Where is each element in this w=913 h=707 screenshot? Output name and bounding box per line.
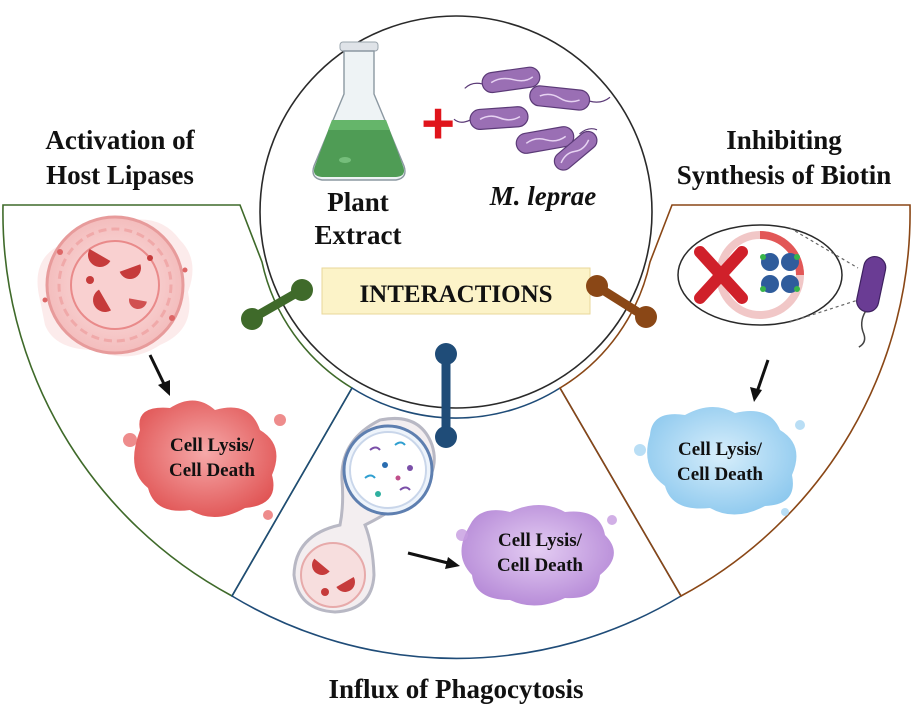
bottom-result-blob bbox=[456, 505, 617, 606]
plant-extract-label-line2: Extract bbox=[315, 220, 402, 250]
bottom-result-line2: Cell Death bbox=[497, 555, 583, 576]
left-title-line2: Host Lipases bbox=[46, 160, 194, 190]
arrow-icon bbox=[750, 359, 770, 402]
arrow-icon bbox=[407, 551, 460, 569]
left-title-line1: Activation of bbox=[45, 125, 195, 155]
center-circle bbox=[259, 15, 653, 409]
right-title-line2: Synthesis of Biotin bbox=[677, 160, 892, 190]
lysosome-cell-icon bbox=[37, 215, 193, 357]
left-result-blob bbox=[123, 400, 286, 520]
interactions-label: INTERACTIONS bbox=[359, 281, 552, 308]
right-result-line2: Cell Death bbox=[677, 464, 763, 485]
bottom-sector-border bbox=[230, 386, 683, 660]
left-result-line1: Cell Lysis/ bbox=[170, 435, 255, 456]
plant-extract-label-line1: Plant bbox=[327, 187, 389, 217]
pathogen-label: M. leprae bbox=[489, 181, 597, 211]
plus-symbol: + bbox=[421, 91, 455, 156]
bacteria-icon bbox=[453, 66, 611, 171]
right-result-line1: Cell Lysis/ bbox=[678, 439, 763, 460]
left-connector bbox=[241, 279, 313, 330]
right-sector-border bbox=[558, 204, 911, 598]
bottom-result-line1: Cell Lysis/ bbox=[498, 530, 583, 551]
flask-icon bbox=[312, 41, 406, 181]
biotin-inhibition-icon bbox=[677, 224, 887, 348]
arrow-icon bbox=[148, 354, 170, 396]
bottom-title: Influx of Phagocytosis bbox=[328, 674, 583, 704]
right-result-blob bbox=[634, 406, 805, 516]
right-title-line1: Inhibiting bbox=[726, 125, 842, 155]
left-result-line2: Cell Death bbox=[169, 460, 255, 481]
phagosome-icon bbox=[292, 416, 436, 614]
interactions-box bbox=[321, 267, 591, 315]
bottom-connector bbox=[435, 343, 457, 448]
left-sector-border bbox=[2, 204, 354, 598]
right-connector bbox=[586, 275, 657, 328]
